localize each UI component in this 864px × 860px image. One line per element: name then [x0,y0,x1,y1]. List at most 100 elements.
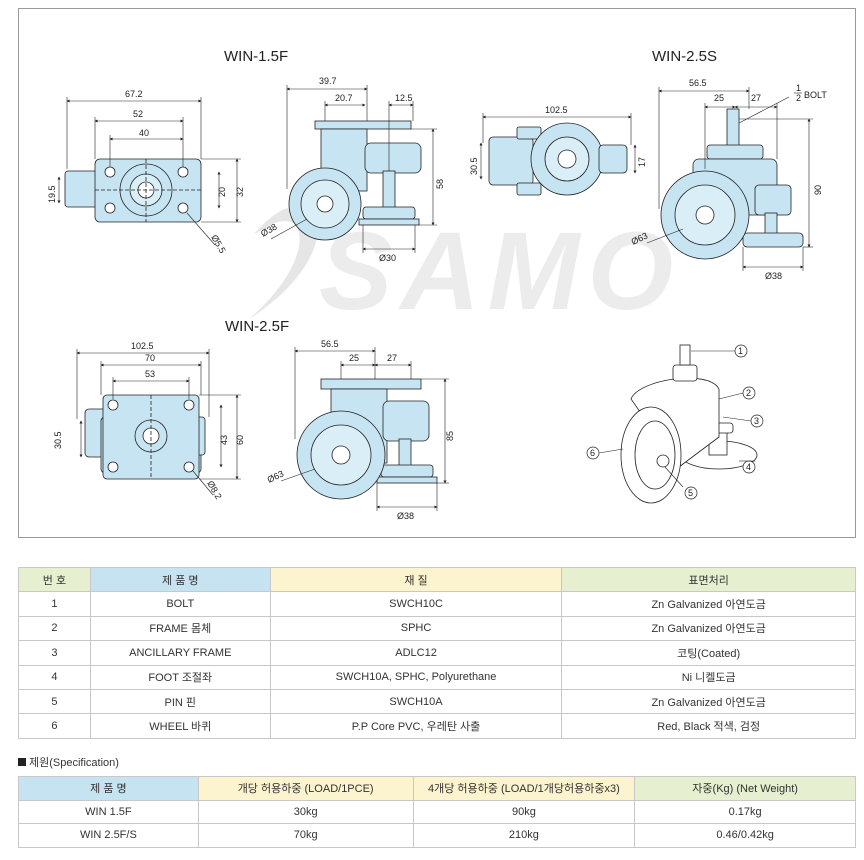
svg-text:2: 2 [746,388,751,398]
svg-text:25: 25 [714,93,724,103]
parts-header: 재 질 [269,566,563,593]
svg-text:27: 27 [387,353,397,363]
svg-text:17: 17 [637,157,647,167]
svg-text:Ø38: Ø38 [765,271,782,281]
svg-text:1: 1 [796,83,801,93]
spec-heading: 제원(Specification) [18,754,119,770]
svg-text:56.5: 56.5 [689,78,707,88]
svg-text:20: 20 [217,187,227,197]
table-cell: ADLC12 [269,640,563,666]
table-cell: Zn Galvanized 아연도금 [561,688,856,715]
table-row: 4 FOOT 조절좌 SWCH10A, SPHC, Polyurethane N… [18,664,856,690]
svg-text:56.5: 56.5 [321,339,339,349]
svg-text:102.5: 102.5 [545,105,568,115]
table-cell: P.P Core PVC, 우레탄 사출 [269,713,563,739]
svg-text:30.5: 30.5 [469,157,479,175]
svg-text:70: 70 [145,353,155,363]
svg-text:60: 60 [235,435,245,445]
svg-text:5: 5 [688,488,693,498]
table-cell: 6 [18,713,91,739]
table-cell: FOOT 조절좌 [89,664,271,690]
svg-text:Ø8.2: Ø8.2 [205,479,223,501]
svg-text:25: 25 [349,353,359,363]
table-cell: 3 [18,640,91,666]
svg-text:102.5: 102.5 [131,341,154,351]
win25s-title: WIN-2.5S [652,48,717,65]
table-cell: SWCH10A [269,688,563,715]
win25f-title: WIN-2.5F [225,318,289,335]
spec-header-row: 제 품 명 개당 허용하중 (LOAD/1PCE) 4개당 허용하중 (LOAD… [18,776,856,801]
iso-view [620,344,758,504]
spec-table: 제 품 명 개당 허용하중 (LOAD/1PCE) 4개당 허용하중 (LOAD… [18,776,856,848]
table-cell: Ni 니켈도금 [561,664,856,690]
table-cell: BOLT [89,591,271,617]
table-cell: SPHC [269,615,563,642]
win25s-side-view [660,108,804,260]
table-row: 5 PIN 핀 SWCH10A Zn Galvanized 아연도금 [18,688,856,715]
table-cell: SWCH10A, SPHC, Polyurethane [269,664,563,690]
table-cell: 0.46/0.42kg [634,823,856,848]
parts-header-row: 번 호 제 품 명 재 질 표면처리 [18,566,856,593]
table-cell: 210kg [412,823,636,848]
svg-text:6: 6 [590,448,595,458]
svg-text:52: 52 [133,109,143,119]
square-bullet-icon [18,758,26,766]
table-cell: Red, Black 적색, 검정 [561,713,856,739]
parts-header: 번 호 [18,566,91,593]
svg-text:Ø30: Ø30 [379,253,396,263]
table-row: 6 WHEEL 바퀴 P.P Core PVC, 우레탄 사출 Red, Bla… [18,713,856,739]
table-row: WIN 1.5F 30kg 90kg 0.17kg [18,799,856,825]
table-cell: 0.17kg [634,799,856,825]
svg-text:39.7: 39.7 [319,76,337,86]
table-cell: 코팅(Coated) [561,640,856,666]
svg-text:43: 43 [219,435,229,445]
watermark-text: SAMO [319,210,681,333]
win25f-side-view [296,378,438,500]
spec-header: 제 품 명 [18,776,199,801]
table-row: 1 BOLT SWCH10C Zn Galvanized 아연도금 [18,591,856,617]
spec-header: 개당 허용하중 (LOAD/1PCE) [197,776,414,801]
svg-text:4: 4 [746,462,751,472]
parts-table: 번 호 제 품 명 재 질 표면처리 1 BOLT SWCH10C Zn Gal… [18,566,856,739]
svg-text:32: 32 [235,187,245,197]
parts-header: 표면처리 [561,566,856,593]
table-cell: 70kg [197,823,414,848]
win25s-top-view [488,122,628,196]
svg-text:Ø38: Ø38 [397,511,414,521]
svg-text:85: 85 [445,431,455,441]
svg-text:19.5: 19.5 [47,185,57,203]
technical-drawing: SAMO WIN-1.5F 67.2 52 40 19.5 20 32 Ø5.5 [18,8,856,538]
table-row: 2 FRAME 몸체 SPHC Zn Galvanized 아연도금 [18,615,856,642]
svg-text:Ø63: Ø63 [266,469,286,485]
table-cell: ANCILLARY FRAME [89,640,271,666]
svg-text:2: 2 [796,93,801,103]
callouts: 1 2 3 4 5 6 [586,344,764,500]
parts-header: 제 품 명 [89,566,271,593]
table-row: 3 ANCILLARY FRAME ADLC12 코팅(Coated) [18,640,856,666]
table-cell: Zn Galvanized 아연도금 [561,615,856,642]
svg-text:58: 58 [435,179,445,189]
table-cell: WIN 2.5F/S [18,823,199,848]
table-cell: WHEEL 바퀴 [89,713,271,739]
table-cell: PIN 핀 [89,688,271,715]
table-cell: 1 [18,591,91,617]
samo-watermark: SAMO [249,205,681,333]
svg-text:20.7: 20.7 [335,93,353,103]
table-cell: 2 [18,615,91,642]
svg-text:90: 90 [813,185,823,195]
win25f-top-view [84,394,206,480]
svg-text:1: 1 [738,346,743,356]
svg-text:27: 27 [751,93,761,103]
svg-text:40: 40 [139,128,149,138]
table-cell: Zn Galvanized 아연도금 [561,591,856,617]
svg-text:BOLT: BOLT [804,90,827,100]
win15-title: WIN-1.5F [224,48,288,65]
svg-text:Ø5.5: Ø5.5 [209,233,227,255]
table-cell: 30kg [197,799,414,825]
svg-text:67.2: 67.2 [125,89,143,99]
table-cell: 90kg [412,799,636,825]
win15-top-view [64,158,202,223]
win15-side-view [288,120,422,241]
svg-text:53: 53 [145,369,155,379]
svg-text:3: 3 [754,416,759,426]
